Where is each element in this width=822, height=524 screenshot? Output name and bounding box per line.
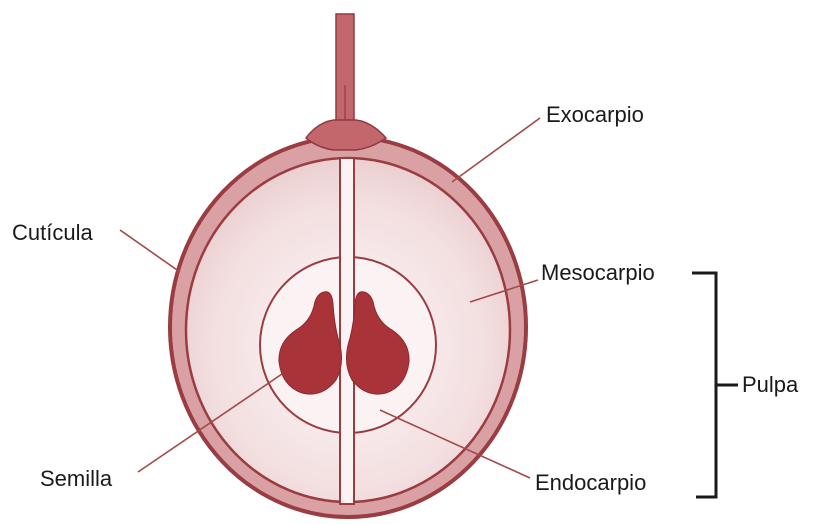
label-cuticle: Cutícula — [12, 220, 93, 245]
label-endocarp: Endocarpio — [535, 470, 646, 495]
label-exocarp: Exocarpio — [546, 102, 644, 127]
stem-base — [306, 120, 386, 150]
label-pulp: Pulpa — [742, 372, 799, 397]
leader-exocarp — [452, 118, 540, 182]
pulp-bracket — [692, 273, 738, 497]
label-mesocarp: Mesocarpio — [541, 260, 655, 285]
leader-cuticle — [120, 230, 180, 272]
label-seed: Semilla — [40, 466, 113, 491]
